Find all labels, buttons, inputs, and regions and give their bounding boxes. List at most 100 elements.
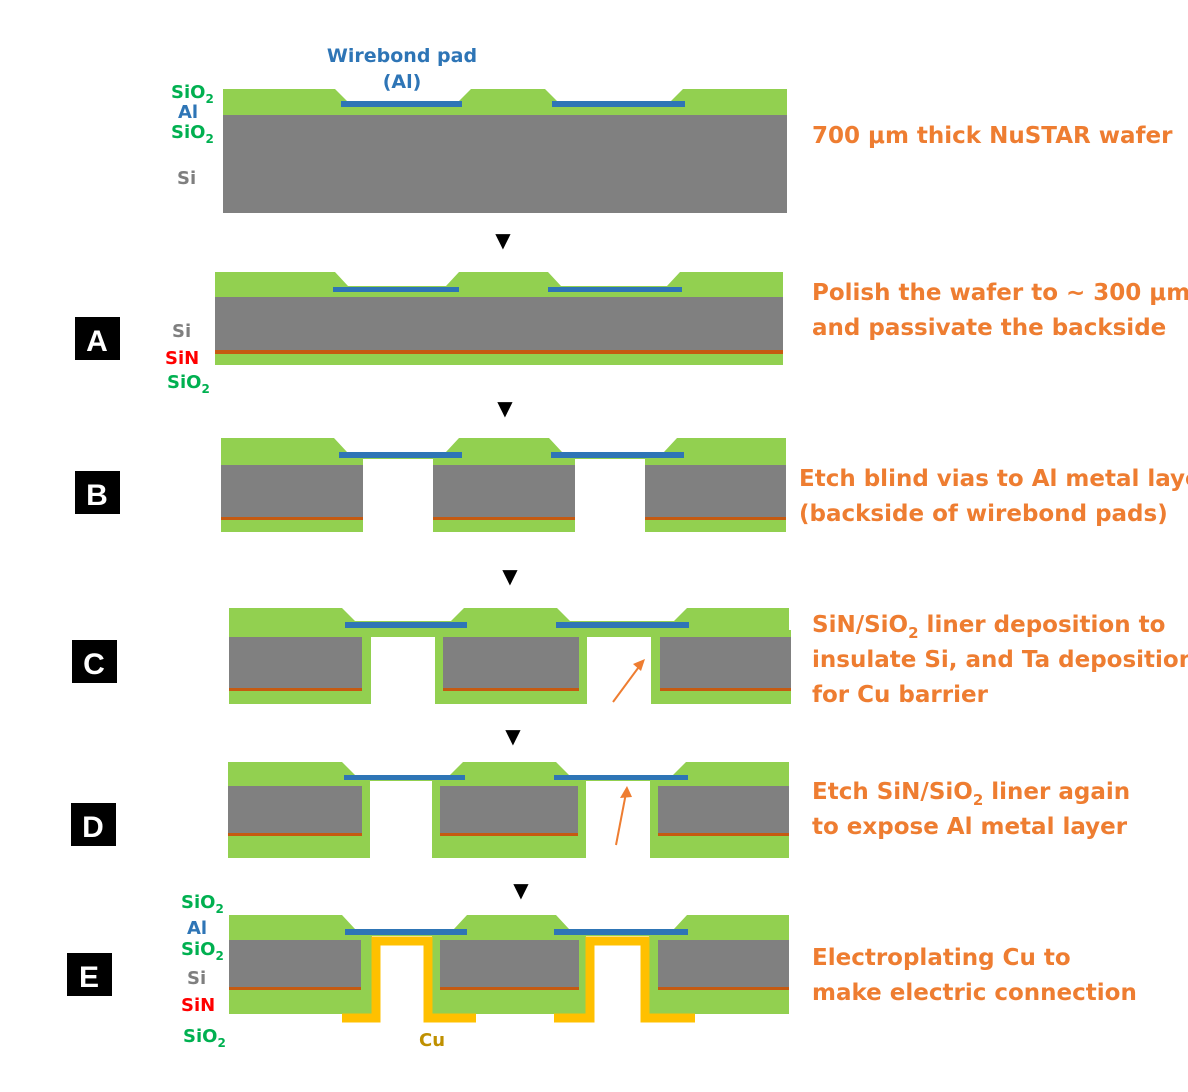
label-al: Al xyxy=(178,102,198,123)
al-pad-right xyxy=(551,452,684,458)
step-c-text-line-1: SiN/SiO2 liner deposition to xyxy=(812,612,1165,642)
si-substrate xyxy=(215,297,783,350)
liner-pointer-arrowhead xyxy=(633,659,645,671)
stage-e-cu-plating: E SiO2 Al SiO2 Si SiN SiO2 Cu Electropla… xyxy=(67,892,1137,1051)
badge-c xyxy=(72,640,117,683)
badge-e-letter: E xyxy=(79,961,99,994)
via-left-opening xyxy=(372,936,432,1021)
stage-b-etch-vias: B Etch blind vias to Al metal layer (bac… xyxy=(75,438,1188,533)
flow-arrow-5: ▼ xyxy=(513,878,529,902)
wirebond-pad-sublabel: (Al) xyxy=(383,71,422,93)
cu-fill-left xyxy=(342,936,476,1023)
al-pad-right xyxy=(548,287,682,292)
label-sio2-top: SiO2 xyxy=(181,892,224,916)
al-pad-left xyxy=(345,622,467,628)
via-right xyxy=(586,781,650,859)
badge-e xyxy=(67,953,112,996)
bottom-sio2-mid xyxy=(433,520,575,532)
sin-mid xyxy=(440,987,579,990)
stage-c-liner: C SiN/SiO2 liner deposition to insulate … xyxy=(72,608,1188,708)
step-a-text-line-1: Polish the wafer to ~ 300 μm xyxy=(812,280,1188,306)
si-block-mid xyxy=(433,465,575,517)
sin-mid xyxy=(443,688,579,691)
via-right-opening xyxy=(586,936,649,1021)
si-block-left xyxy=(228,786,362,833)
label-sio2-bottom: SiO2 xyxy=(167,372,210,396)
via-left xyxy=(371,637,435,705)
sin-mid xyxy=(440,833,578,836)
sin-right xyxy=(660,688,791,691)
liner-pointer-arrow xyxy=(612,663,642,703)
via-left xyxy=(370,781,432,859)
label-sio2-bottom: SiO2 xyxy=(183,1026,226,1050)
label-sio2-mid: SiO2 xyxy=(181,939,224,963)
sin-left xyxy=(229,987,361,990)
si-substrate xyxy=(223,115,787,213)
flow-arrow-2: ▼ xyxy=(497,396,513,420)
step-b-text-line-2: (backside of wirebond pads) xyxy=(799,501,1168,527)
sin-left xyxy=(228,833,362,836)
step-b-text-line-1: Etch blind vias to Al metal layer xyxy=(799,466,1188,492)
bottom-sio2-left xyxy=(221,520,363,532)
step-c-text-line-2: insulate Si, and Ta deposition xyxy=(812,647,1188,673)
sin-right xyxy=(658,987,789,990)
step-e-text-line-2: make electric connection xyxy=(812,980,1137,1006)
al-pad-right xyxy=(554,929,688,935)
top-sio2-layer xyxy=(221,438,786,465)
sin-left xyxy=(221,517,363,520)
flow-arrow-1: ▼ xyxy=(495,228,511,252)
sin-right xyxy=(645,517,786,520)
step-c-text-line-3: for Cu barrier xyxy=(812,682,989,708)
si-block-mid xyxy=(440,940,579,987)
top-sio2-layer xyxy=(215,272,783,297)
si-block-mid xyxy=(440,786,578,833)
label-al: Al xyxy=(187,918,207,939)
via-right xyxy=(575,459,645,533)
via-left xyxy=(363,459,433,533)
label-sin: SiN xyxy=(165,348,199,369)
al-pad-right xyxy=(554,775,688,780)
step-a-text-line-2: and passivate the backside xyxy=(812,315,1166,341)
badge-a-letter: A xyxy=(86,325,108,358)
stage-d-etch-liner: D Etch SiN/SiO2 liner again to expose Al… xyxy=(71,762,1130,859)
badge-d xyxy=(71,803,116,846)
badge-a xyxy=(75,317,120,360)
step-0-text-line-1: 700 μm thick NuSTAR wafer xyxy=(812,123,1173,149)
al-pad-left xyxy=(345,929,467,935)
label-sio2-mid: SiO2 xyxy=(171,122,214,146)
step-d-text-line-2: to expose Al metal layer xyxy=(812,814,1128,840)
al-pad-right xyxy=(556,622,689,628)
badge-b xyxy=(75,471,120,514)
label-sio2-top: SiO2 xyxy=(171,82,214,106)
label-cu: Cu xyxy=(419,1030,445,1051)
label-si: Si xyxy=(172,321,191,342)
flow-arrow-3: ▼ xyxy=(502,564,518,588)
label-sin: SiN xyxy=(181,995,215,1016)
si-block-left xyxy=(229,637,362,688)
top-sio2-layer xyxy=(229,608,789,635)
si-block-right xyxy=(645,465,786,517)
stage-initial-wafer: Wirebond pad (Al) SiO2 Al SiO2 Si 700 μm… xyxy=(171,45,1173,213)
al-pad-left xyxy=(344,775,465,780)
al-exposed-pointer-arrowhead xyxy=(620,786,632,798)
flow-arrow-4: ▼ xyxy=(505,724,521,748)
al-pad-left xyxy=(333,287,459,292)
sin-layer xyxy=(215,350,783,354)
badge-c-letter: C xyxy=(83,648,105,681)
badge-d-letter: D xyxy=(82,811,104,844)
badge-b-letter: B xyxy=(86,479,108,512)
cu-fill-right xyxy=(554,936,695,1023)
al-pad-right xyxy=(552,101,685,107)
bottom-sio2-right xyxy=(645,520,786,532)
sin-left xyxy=(229,688,362,691)
si-block-right xyxy=(658,786,789,833)
si-block-mid xyxy=(443,637,579,688)
stage-a-polish: A Si SiN SiO2 Polish the wafer to ~ 300 … xyxy=(75,272,1188,396)
step-d-text-line-1: Etch SiN/SiO2 liner again xyxy=(812,779,1130,809)
label-si: Si xyxy=(187,968,206,989)
si-block-right xyxy=(660,637,791,688)
label-si: Si xyxy=(177,168,196,189)
si-block-left xyxy=(229,940,361,987)
al-pad-left xyxy=(341,101,462,107)
